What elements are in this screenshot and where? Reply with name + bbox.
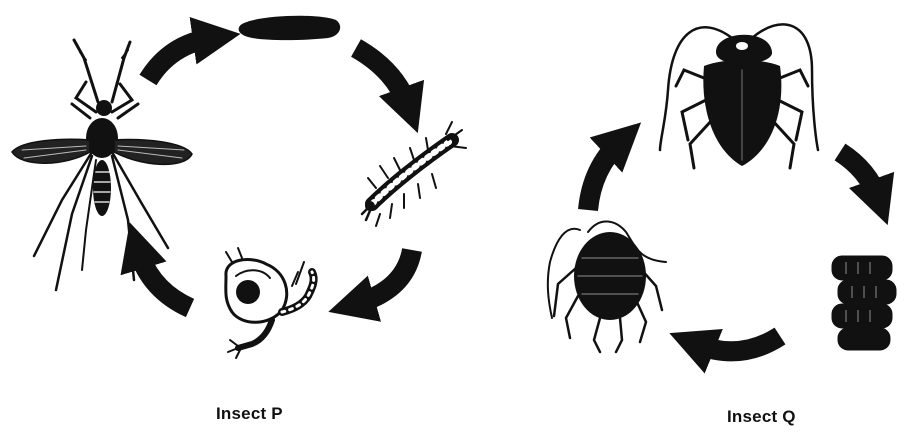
- arrow-egg-to-larva: [356, 48, 408, 106]
- arrow-egg-to-nymph-q: [696, 336, 780, 351]
- egg-case-illustration: [832, 256, 896, 350]
- insect-p-cycle: [12, 16, 466, 358]
- cockroach-adult-illustration: [660, 24, 818, 168]
- egg-stage-p: [239, 16, 341, 40]
- insect-q-label: Insect Q: [727, 407, 796, 427]
- arrow-adult-to-egg-q: [840, 152, 878, 198]
- arrow-nymph-to-adult-q: [588, 142, 620, 210]
- insect-q-cycle: [548, 24, 896, 352]
- arrow-larva-to-pupa: [356, 250, 412, 304]
- insect-p-label: Insect P: [216, 404, 283, 424]
- arrow-pupa-to-adult: [138, 250, 190, 308]
- arrow-adult-to-egg: [148, 38, 212, 80]
- mosquito-adult-illustration: [12, 40, 192, 290]
- nymph-illustration: [548, 221, 666, 352]
- pupa-illustration: [226, 248, 314, 358]
- larva-illustration: [362, 122, 466, 226]
